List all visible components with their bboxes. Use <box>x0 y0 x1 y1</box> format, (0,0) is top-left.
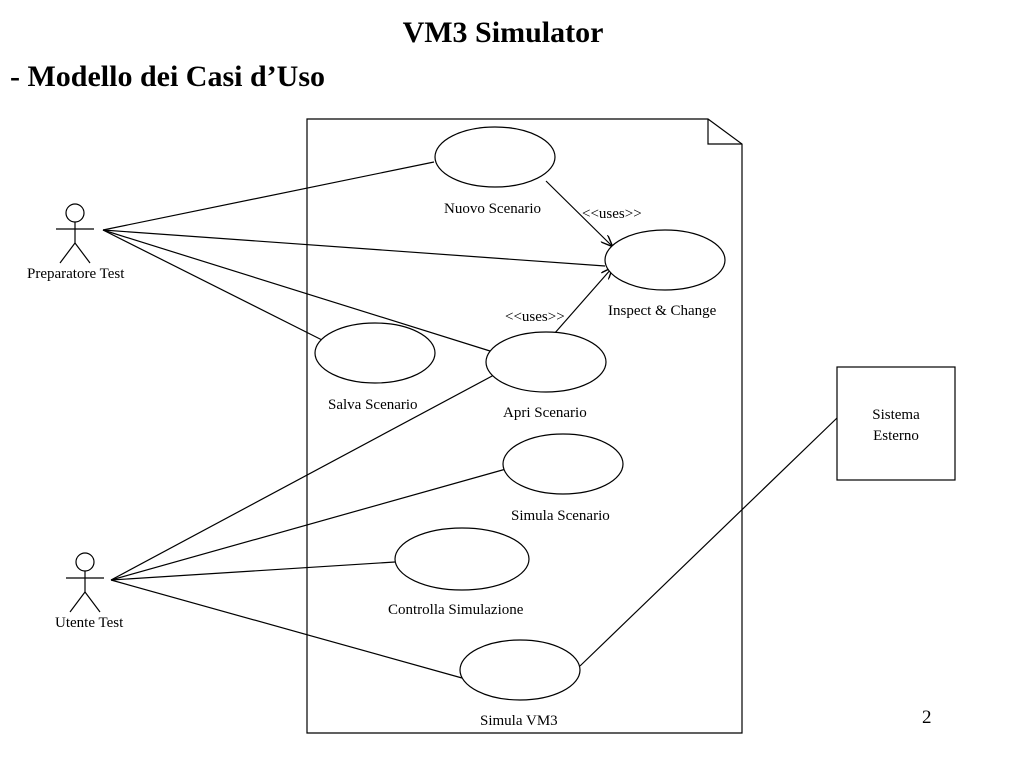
external-system-label-line1: Sistema <box>872 407 920 423</box>
use-case-controlla-simulazione <box>394 527 530 591</box>
assoc-utente-simula-vm3 <box>110 579 463 679</box>
use-case-simula-vm3 <box>459 639 581 701</box>
use-case-label-controlla-simulazione: Controlla Simulazione <box>388 602 524 618</box>
uses-arrows <box>545 180 612 335</box>
page-number: 2 <box>922 707 932 728</box>
actor-label-utente: Utente Test <box>55 615 124 631</box>
uses-arrow-apri-to-inspect <box>553 268 612 335</box>
actor-label-preparatore: Preparatore Test <box>27 266 125 282</box>
use-case-label-simula-vm3: Simula VM3 <box>480 713 558 729</box>
actor-preparatore-test <box>56 203 94 264</box>
use-case-label-apri-scenario: Apri Scenario <box>503 405 587 421</box>
actor-head-icon <box>65 203 85 223</box>
assoc-preparatore-inspect-change <box>102 229 606 267</box>
use-case-simula-scenario <box>502 433 624 495</box>
use-case-inspect-change <box>604 229 726 291</box>
use-case-label-simula-scenario: Simula Scenario <box>511 508 610 524</box>
actor-utente-test <box>66 552 104 613</box>
use-case-apri-scenario <box>485 331 607 393</box>
assoc-preparatore-nuovo-scenario <box>102 161 435 231</box>
assoc-simula-vm3-sistema-esterno <box>579 417 838 667</box>
use-case-label-nuovo-scenario: Nuovo Scenario <box>444 201 541 217</box>
use-case-salva-scenario <box>314 322 436 384</box>
assoc-utente-simula-scenario <box>110 468 507 581</box>
assoc-preparatore-apri-scenario <box>102 229 491 352</box>
uses-label-1: <<uses>> <box>582 206 642 222</box>
use-case-label-inspect-change: Inspect & Change <box>608 303 717 319</box>
uses-arrow-nuovo-to-inspect <box>545 180 612 246</box>
use-case-nuovo-scenario <box>434 126 556 188</box>
assoc-utente-controlla-simulazione <box>110 561 396 581</box>
assoc-preparatore-salva-scenario <box>102 229 323 341</box>
assoc-utente-apri-scenario <box>110 374 495 581</box>
uses-label-2: <<uses>> <box>505 309 565 325</box>
slide-subtitle: - Modello dei Casi d’Uso <box>10 60 325 93</box>
external-system-box <box>836 366 956 481</box>
slide-title: VM3 Simulator <box>402 16 604 49</box>
association-lines <box>102 161 838 679</box>
system-boundary <box>306 118 743 734</box>
use-case-label-salva-scenario: Salva Scenario <box>328 397 418 413</box>
external-system-label-line2: Esterno <box>873 428 919 444</box>
actor-head-icon <box>75 552 95 572</box>
